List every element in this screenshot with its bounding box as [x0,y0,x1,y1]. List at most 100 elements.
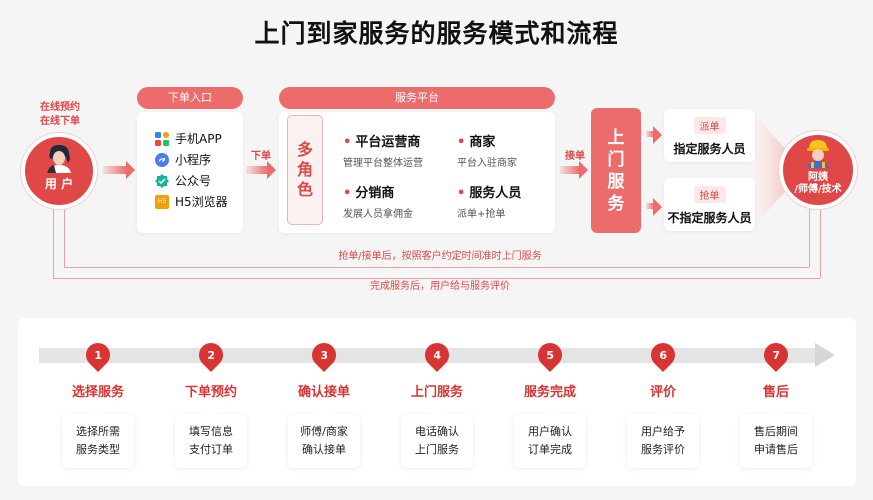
app-grid-icon [155,131,169,146]
loop-note-outer: 完成服务后，用户给与服务评价 [370,281,510,292]
h5-icon: H5 [155,194,169,209]
role-desc: 管理平台整体运营 [343,158,423,169]
arrow-entry-to-platform [246,161,276,179]
onsite-char: 上 [607,127,625,148]
entry-item-official-account[interactable]: 公众号 [155,170,243,191]
role-desc: 派单+抢单 [457,209,506,220]
step-card: 电话确认上门服务 [401,408,473,468]
map-pin-icon: 4 [420,338,454,372]
role-title: 平台运营商 [355,135,421,150]
arrow-label-accept: 接单 [565,151,585,162]
loop-line-outer-left [53,205,54,278]
worker-avatar-icon [807,140,829,168]
entry-item-h5[interactable]: H5 H5浏览器 [155,191,243,212]
step-desc-line: 售后期间 [754,425,798,438]
step-card: 师傅/商家确认接单 [288,408,360,468]
step-number: 4 [433,348,441,362]
user-circle[interactable]: 用 户 [21,133,97,209]
process-step-1: 1 选择服务 选择所需服务类型 [43,338,153,468]
loop-line-outer-right [820,205,821,278]
process-step-6: 6 评价 用户给予服务评价 [608,338,718,468]
funnel-connector [755,115,795,225]
step-desc-line: 用户确认 [528,425,572,438]
entry-item-mini-program[interactable]: 小程序 [155,149,243,170]
step-card: 用户给予服务评价 [627,408,699,468]
step-title: 上门服务 [410,385,463,400]
step-card: 售后期间申请售后 [740,408,812,468]
bullet-icon: • [457,186,466,201]
step-title: 确认接单 [297,385,350,400]
bullet-icon: • [343,135,352,150]
step-number: 7 [772,348,780,362]
step-desc-line: 用户给予 [641,425,685,438]
woman-avatar-icon [47,145,71,173]
role-merchant: •商家 平台入驻商家 [457,131,517,169]
step-card: 选择所需服务类型 [62,408,134,468]
entry-item-label: 公众号 [175,174,212,188]
process-track-arrowhead [815,343,835,367]
user-note-line2: 在线下单 [40,116,80,127]
map-pin-icon: 5 [533,338,567,372]
arrow-user-to-entry [103,161,135,179]
process-step-7: 7 售后 售后期间申请售后 [721,338,831,468]
step-desc-line: 服务评价 [641,443,685,456]
worker-circle[interactable]: 阿姨 /师傅/技术 [779,131,857,209]
role-desc: 发展人员拿佣金 [343,209,413,220]
loop-line-inner-bottom [64,267,809,268]
onsite-char: 门 [607,149,625,170]
step-desc-line: 师傅/商家 [300,425,348,438]
bullet-icon: • [457,135,466,150]
role-box-char: 角 [296,160,313,179]
role-box-char: 多 [296,140,313,159]
step-title: 售后 [762,385,789,400]
dispatch-card-assign: 派单 指定服务人员 [664,109,755,162]
map-pin-icon: 2 [194,338,228,372]
worker-label-line2: /师傅/技术 [794,184,842,195]
multi-role-box: 多 角 色 [287,115,323,225]
dispatch-tag: 派单 [693,117,726,134]
role-service-staff: •服务人员 派单+抢单 [457,182,521,220]
role-title: 服务人员 [469,186,522,201]
role-box-char: 色 [296,180,313,199]
platform-card: 多 角 色 •平台运营商 管理平台整体运营 •商家 平台入驻商家 •分销商 发展… [279,112,555,233]
dispatch-text: 指定服务人员 [673,142,746,156]
entry-item-label: 小程序 [175,153,212,167]
role-title: 分销商 [355,186,395,201]
user-note: 在线预约 在线下单 [20,101,100,129]
step-desc-line: 选择所需 [76,425,120,438]
platform-header: 服务平台 [279,87,555,109]
arrow-onsite-to-dispatch [646,126,662,144]
arrow-label-order: 下单 [251,151,271,162]
bullet-icon: • [343,186,352,201]
official-account-icon [155,173,169,188]
step-desc-line: 上门服务 [415,443,459,456]
entry-item-app[interactable]: 手机APP [155,128,243,149]
loop-line-inner-right [809,205,810,267]
role-desc: 平台入驻商家 [457,158,517,169]
dispatch-tag: 抢单 [693,186,726,203]
step-number: 1 [94,348,102,362]
step-desc-line: 订单完成 [528,443,572,456]
step-desc-line: 申请售后 [754,443,798,456]
onsite-char: 务 [607,193,625,214]
step-number: 5 [546,348,554,362]
step-title: 下单预约 [184,385,237,400]
mini-program-icon [155,152,169,167]
entry-card: 手机APP 小程序 公众号 H5 H5浏览器 [137,112,243,233]
user-label: 用 户 [44,177,74,191]
dispatch-text: 不指定服务人员 [667,211,752,225]
step-title: 服务完成 [523,385,576,400]
step-title: 评价 [649,385,676,400]
process-step-4: 4 上门服务 电话确认上门服务 [382,338,492,468]
role-distributor: •分销商 发展人员拿佣金 [343,182,413,220]
entry-header: 下单入口 [137,87,243,109]
step-desc-line: 确认接单 [302,443,346,456]
dispatch-card-grab: 抢单 不指定服务人员 [664,178,755,231]
map-pin-icon: 1 [81,338,115,372]
loop-line-inner-left [64,205,65,267]
step-number: 6 [659,348,667,362]
step-number: 2 [207,348,215,362]
map-pin-icon: 3 [307,338,341,372]
loop-line-outer-bottom [53,278,820,279]
process-step-5: 5 服务完成 用户确认订单完成 [495,338,605,468]
